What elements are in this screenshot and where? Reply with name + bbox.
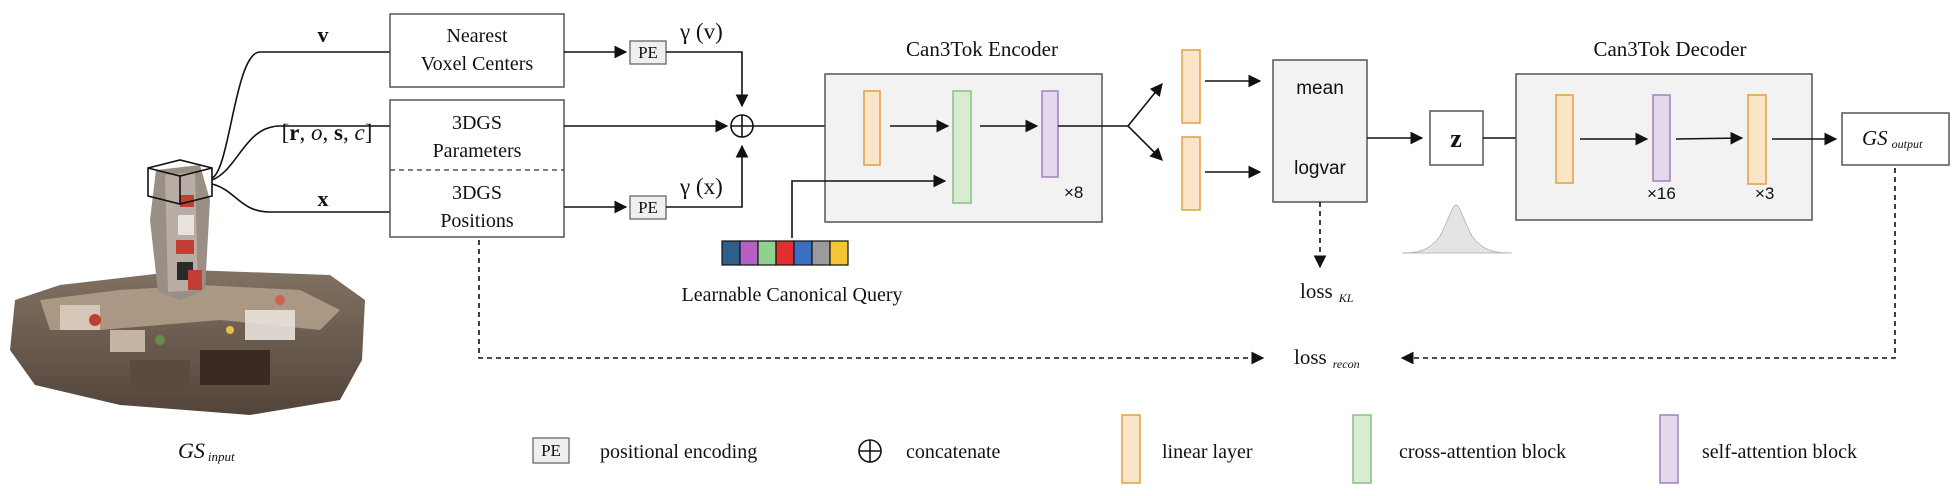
legend-pe-box	[532, 437, 570, 464]
legend-self-text: self-attention block	[1702, 441, 1857, 463]
3dgs-positions-line1: 3DGS	[452, 182, 502, 204]
encoder-title: Can3Tok Encoder	[906, 37, 1058, 61]
legend-concat-symbol	[858, 439, 882, 463]
arrow-query-to-cross	[791, 174, 947, 238]
split-arrow-up	[1127, 83, 1163, 127]
gs-output-box	[1841, 112, 1950, 166]
decoder-linear-layer-out	[1747, 94, 1767, 185]
legend-self-swatch	[1659, 414, 1679, 484]
z-label: z	[1450, 124, 1462, 153]
legend-concat-text: concatenate	[906, 441, 1000, 463]
scene-thumbnail	[10, 165, 365, 415]
x-symbol: x	[318, 186, 329, 211]
pe-box-top-label: PE	[638, 43, 658, 62]
query-token	[793, 240, 813, 266]
arrow-gamma-x-to-concat	[666, 144, 749, 208]
logvar-label: logvar	[1294, 158, 1346, 179]
3dgs-positions-line2: Positions	[440, 210, 514, 232]
input-cube-icon	[147, 159, 213, 205]
nearest-voxel-line2: Voxel Centers	[421, 53, 534, 75]
x-curve	[211, 183, 390, 213]
params-symbol: [r, o, s, c]	[282, 120, 373, 145]
recon-loss-arrow-from-output	[1400, 168, 1896, 365]
gamma-v-label: γ (v)	[679, 19, 723, 44]
query-token	[721, 240, 741, 266]
3dgs-box	[389, 99, 565, 238]
arrow-gamma-v-to-concat	[666, 51, 749, 108]
3dgs-params-line2: Parameters	[433, 140, 522, 162]
mean-linear-layer	[1181, 49, 1201, 124]
mean-label: mean	[1296, 78, 1344, 99]
v-symbol: v	[318, 22, 329, 47]
decoder-self-attention-block	[1652, 94, 1671, 182]
gamma-x-label: γ (x)	[679, 174, 723, 199]
query-token	[757, 240, 777, 266]
query-token	[775, 240, 795, 266]
decoder-linear-layer-in	[1555, 94, 1574, 184]
mean-logvar-box	[1272, 59, 1368, 203]
encoder-repeat-label: ×8	[1064, 183, 1083, 202]
recon-loss-arrow-from-positions	[478, 240, 1265, 365]
encoder-linear-layer	[863, 90, 881, 166]
encoder-cross-attention-block	[952, 90, 972, 204]
query-token	[739, 240, 759, 266]
logvar-linear-layer	[1181, 136, 1201, 211]
legend-cross-text: cross-attention block	[1399, 441, 1566, 463]
encoder-self-attention-block	[1041, 90, 1059, 178]
split-arrow-down	[1127, 125, 1163, 161]
params-curve	[211, 125, 390, 181]
nearest-voxel-line1: Nearest	[446, 25, 508, 47]
decoder-self-repeat-label: ×16	[1647, 184, 1676, 203]
decoder-title: Can3Tok Decoder	[1593, 37, 1746, 61]
nearest-voxel-box	[389, 13, 565, 88]
legend-cross-swatch	[1352, 414, 1372, 484]
pe-box-bottom-label: PE	[638, 198, 658, 217]
learnable-query-label: Learnable Canonical Query	[681, 284, 902, 306]
legend-pe-text: positional encoding	[600, 441, 757, 463]
learnable-query-tokens	[721, 240, 849, 266]
arrow-dec-self-to-linear	[1675, 131, 1744, 145]
3dgs-params-line1: 3DGS	[452, 112, 502, 134]
z-box	[1429, 110, 1484, 166]
legend-linear-swatch	[1121, 414, 1141, 484]
gaussian-icon	[1401, 204, 1513, 254]
v-curve	[211, 51, 390, 179]
concat-symbol	[730, 114, 754, 138]
legend: PE positional encoding concatenate linea…	[532, 414, 1857, 484]
query-token	[811, 240, 831, 266]
legend-pe-box-label: PE	[541, 441, 561, 460]
legend-linear-text: linear layer	[1162, 441, 1253, 463]
decoder-linear-repeat-label: ×3	[1755, 184, 1774, 203]
query-token	[829, 240, 849, 266]
